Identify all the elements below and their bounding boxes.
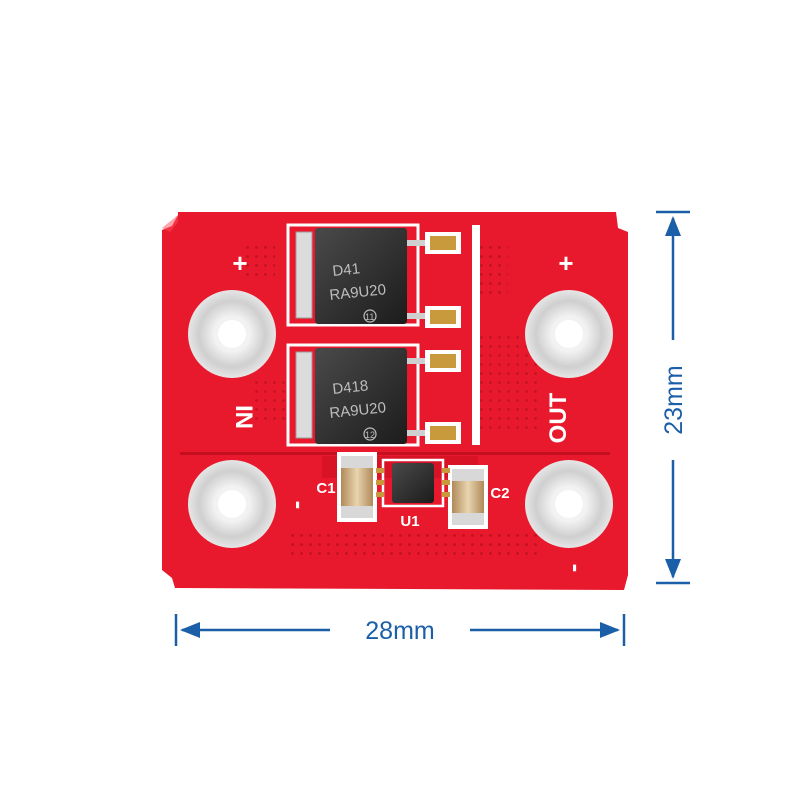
mosfet-bottom-marking-1: D418 (332, 377, 369, 398)
label-minus-in: - (285, 501, 315, 510)
label-out: OUT (545, 392, 572, 443)
mosfet-bottom-marking-2: RA9U20 (329, 399, 387, 422)
terminal-in-positive (188, 290, 276, 378)
terminal-out-positive (525, 290, 613, 378)
terminal-in-negative (188, 460, 276, 548)
dimension-height (656, 210, 690, 585)
capacitor-c2 (448, 465, 488, 529)
mosfet-bottom-code: 12 (365, 430, 375, 440)
dimension-width-label: 28mm (365, 617, 434, 645)
label-c1: C1 (316, 480, 335, 497)
label-u1: U1 (400, 513, 419, 530)
mosfet-bottom: D418 RA9U20 12 (315, 348, 407, 444)
terminal-out-negative (525, 460, 613, 548)
capacitor-c1 (337, 452, 377, 522)
dimension-height-label: 23mm (660, 365, 688, 434)
label-plus-in: + (232, 248, 247, 278)
mosfet-pads (407, 232, 461, 444)
dimension-width (174, 614, 626, 646)
label-plus-out: + (558, 248, 573, 278)
label-in: IN (230, 405, 257, 429)
mosfet-top: D41 RA9U20 11 (315, 228, 407, 324)
label-minus-out: - (562, 564, 592, 573)
label-c2: C2 (490, 485, 509, 502)
mosfet-top-marking-2: RA9U20 (329, 281, 387, 304)
mosfet-top-code: 11 (365, 312, 374, 322)
mosfet-top-marking-1: D41 (332, 260, 361, 280)
ic-u1 (376, 458, 450, 508)
